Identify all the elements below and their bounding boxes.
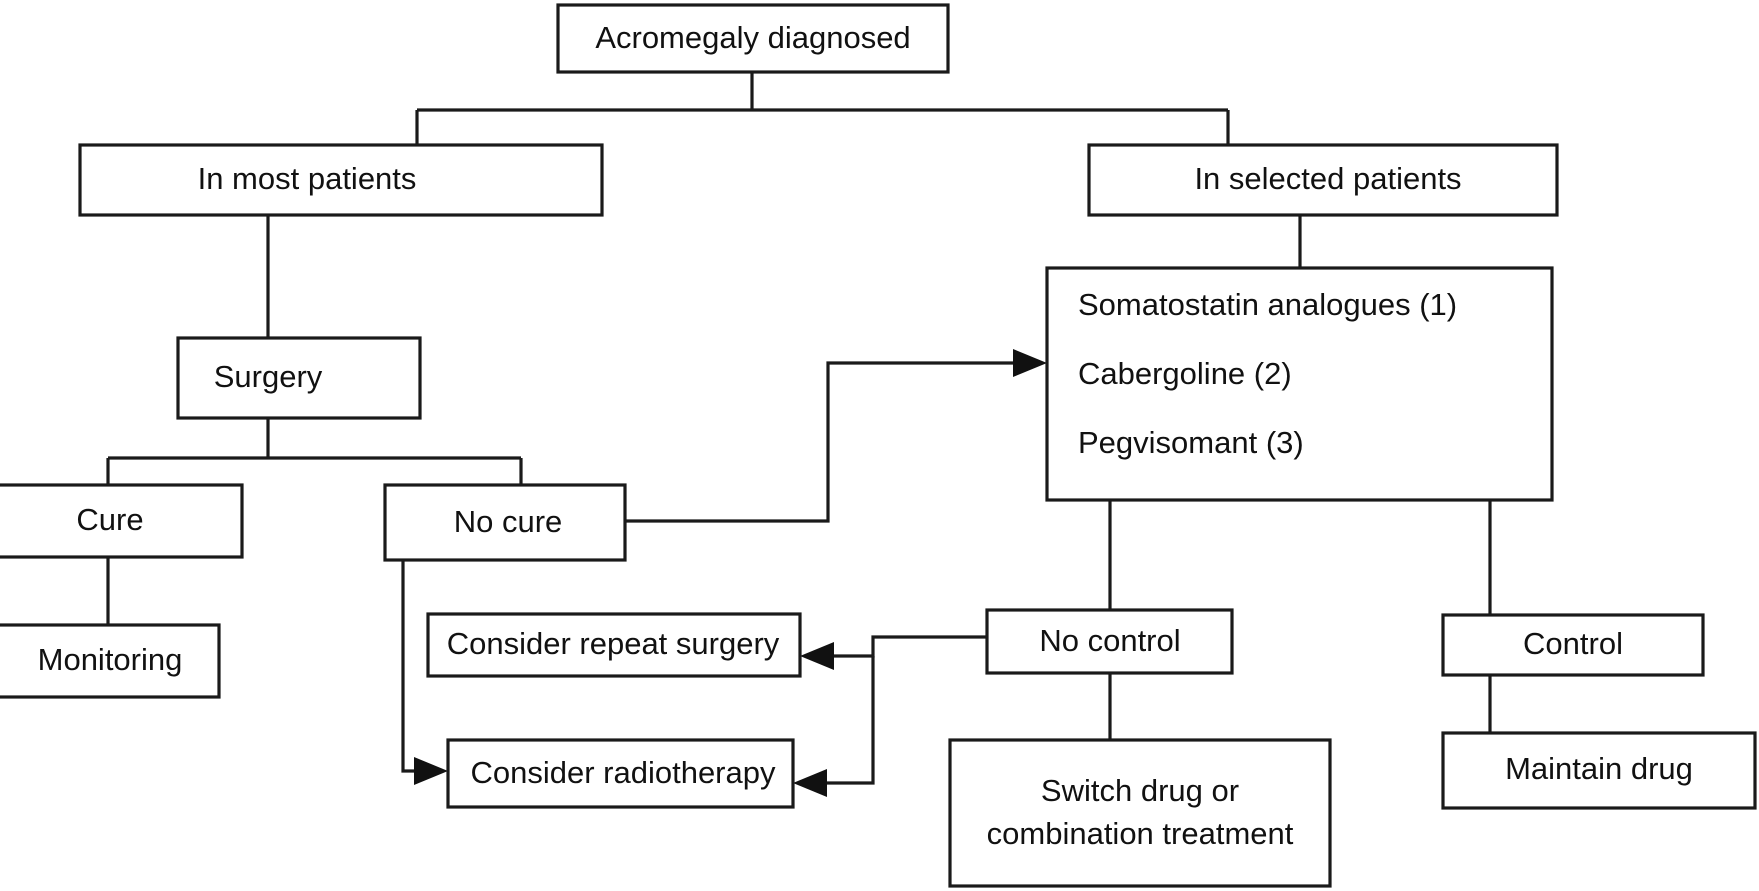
node-switch-drug[interactable]: Switch drug or combination treatment [948, 738, 1332, 888]
node-maintain-drug-label: Maintain drug [1505, 751, 1693, 786]
node-cure-label: Cure [76, 502, 143, 537]
arrowhead-to-radiotherapy-right [793, 769, 827, 797]
node-drug-options[interactable]: Somatostatin analogues (1) Cabergoline (… [1045, 266, 1554, 502]
node-consider-radiotherapy-label: Consider radiotherapy [470, 755, 776, 790]
edge-no-cure-to-drugs [625, 361, 1025, 523]
arrowhead-to-drugs [1013, 349, 1047, 377]
node-control-box[interactable] [1441, 613, 1705, 677]
node-in-most-patients[interactable]: In most patients [78, 143, 604, 217]
node-control[interactable]: Control [1441, 613, 1705, 677]
node-in-selected-patients[interactable]: In selected patients [1087, 143, 1559, 217]
node-switch-drug-label-line2: combination treatment [987, 816, 1294, 851]
node-monitoring-label: Monitoring [38, 642, 183, 677]
node-no-control-label: No control [1039, 623, 1180, 658]
node-consider-radiotherapy-box[interactable] [446, 738, 795, 809]
node-consider-repeat-surgery[interactable]: Consider repeat surgery [426, 612, 802, 678]
node-cure[interactable]: Cure [0, 483, 244, 559]
node-no-control[interactable]: No control [985, 608, 1234, 675]
node-no-control-box[interactable] [985, 608, 1234, 675]
edge-no-control-to-repeat-surgery [824, 635, 987, 658]
node-drug-options-box[interactable] [1045, 266, 1554, 502]
node-acromegaly-diagnosed-label: Acromegaly diagnosed [595, 20, 910, 55]
node-consider-repeat-surgery-box[interactable] [426, 612, 802, 678]
node-in-most-patients-label: In most patients [198, 161, 417, 196]
edge-no-control-to-radiotherapy [817, 656, 875, 785]
node-switch-drug-label-line1: Switch drug or [1041, 773, 1239, 808]
node-monitoring[interactable]: Monitoring [0, 623, 221, 699]
arrowhead-to-repeat-surgery-right [800, 642, 834, 670]
drug-option-somatostatin-analogues: Somatostatin analogues (1) [1078, 287, 1457, 322]
node-acromegaly-diagnosed-box[interactable] [556, 3, 950, 74]
node-surgery-label: Surgery [214, 359, 323, 394]
node-maintain-drug-box[interactable] [1441, 731, 1757, 810]
node-cure-box[interactable] [0, 483, 244, 559]
node-no-cure-box[interactable] [383, 483, 627, 562]
node-no-cure[interactable]: No cure [383, 483, 627, 562]
drug-option-cabergoline: Cabergoline (2) [1078, 356, 1292, 391]
node-monitoring-box[interactable] [0, 623, 221, 699]
node-no-cure-label: No cure [454, 504, 563, 539]
node-control-label: Control [1523, 626, 1623, 661]
node-surgery[interactable]: Surgery [176, 336, 422, 420]
drug-option-pegvisomant: Pegvisomant (3) [1078, 425, 1304, 460]
arrowhead-to-radiotherapy-left [414, 757, 448, 785]
node-maintain-drug[interactable]: Maintain drug [1441, 731, 1757, 810]
node-in-selected-patients-box[interactable] [1087, 143, 1559, 217]
node-in-most-patients-box[interactable] [78, 143, 604, 217]
node-in-selected-patients-label: In selected patients [1194, 161, 1461, 196]
node-consider-repeat-surgery-label: Consider repeat surgery [447, 626, 780, 661]
node-switch-drug-box[interactable] [948, 738, 1332, 888]
node-acromegaly-diagnosed[interactable]: Acromegaly diagnosed [556, 3, 950, 74]
edge-no-cure-to-radiotherapy [401, 560, 425, 773]
node-consider-radiotherapy[interactable]: Consider radiotherapy [446, 738, 795, 809]
node-surgery-box[interactable] [176, 336, 422, 420]
